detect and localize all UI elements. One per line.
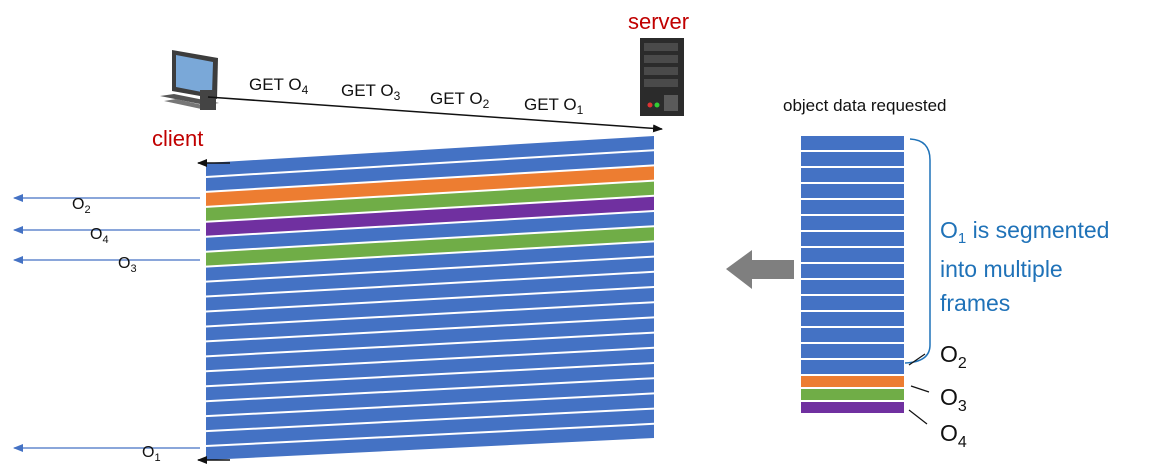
stack-frame [801,376,904,387]
frame [206,196,654,236]
stack-frame [801,232,904,246]
o2-leader-line [908,353,926,366]
frame [206,272,654,311]
received-label-o4: O4 [90,226,109,246]
frame [206,166,654,206]
request-label: GET O2 [430,89,490,111]
frame [206,424,654,460]
object-data-title: object data requested [783,96,947,115]
stack-frame [801,402,904,413]
request-arrow [207,96,663,133]
stack-frame [801,168,904,182]
server-label: server [628,9,689,34]
stack-label-o3: O3 [940,384,967,415]
frame [206,242,654,281]
o4-leader-line [908,409,928,425]
frame [206,136,654,176]
frame [206,257,654,296]
stack-frame [801,264,904,278]
transfer-arrow [726,250,794,289]
stack-frame [801,280,904,294]
received-label-o1: O1 [142,444,161,464]
request-label: GET O1 [524,95,584,117]
stack-frame [801,136,904,150]
object-frame-stack [801,136,904,413]
o1-brace [904,138,931,364]
stack-label-o2: O2 [940,341,967,372]
frame [206,348,654,386]
stack-frame [801,152,904,166]
frame [206,227,654,266]
stack-label-o4: O4 [940,420,967,451]
o3-leader-line [910,385,930,393]
frame [206,379,654,416]
frame [206,288,654,326]
server-icon [640,38,684,116]
frame-band [206,136,654,460]
received-label-o3: O3 [118,255,137,275]
stack-frame [801,296,904,310]
stack-frame [801,344,904,358]
request-label: GET O3 [341,81,401,103]
stack-frame [801,312,904,326]
stack-frame [801,328,904,342]
stack-frame [801,184,904,198]
stack-frame [801,216,904,230]
stack-frame [801,248,904,262]
stack-frame [801,360,904,374]
frame [206,303,654,341]
frame [206,333,654,371]
o1-note-line1: O1 is segmented [940,217,1109,247]
frame [206,409,654,446]
frame [206,212,654,251]
frame [206,364,654,401]
stack-frame [801,389,904,400]
stack-frame [801,200,904,214]
o1-note-line2: into multiple [940,256,1063,282]
client-label: client [152,126,203,151]
frame [206,394,654,431]
frame [206,151,654,191]
request-label: GET O4 [249,75,309,97]
received-label-o2: O2 [72,196,91,216]
client-computer-icon [160,50,219,110]
frame [206,181,654,221]
o1-note-line3: frames [940,290,1010,316]
frame [206,318,654,356]
